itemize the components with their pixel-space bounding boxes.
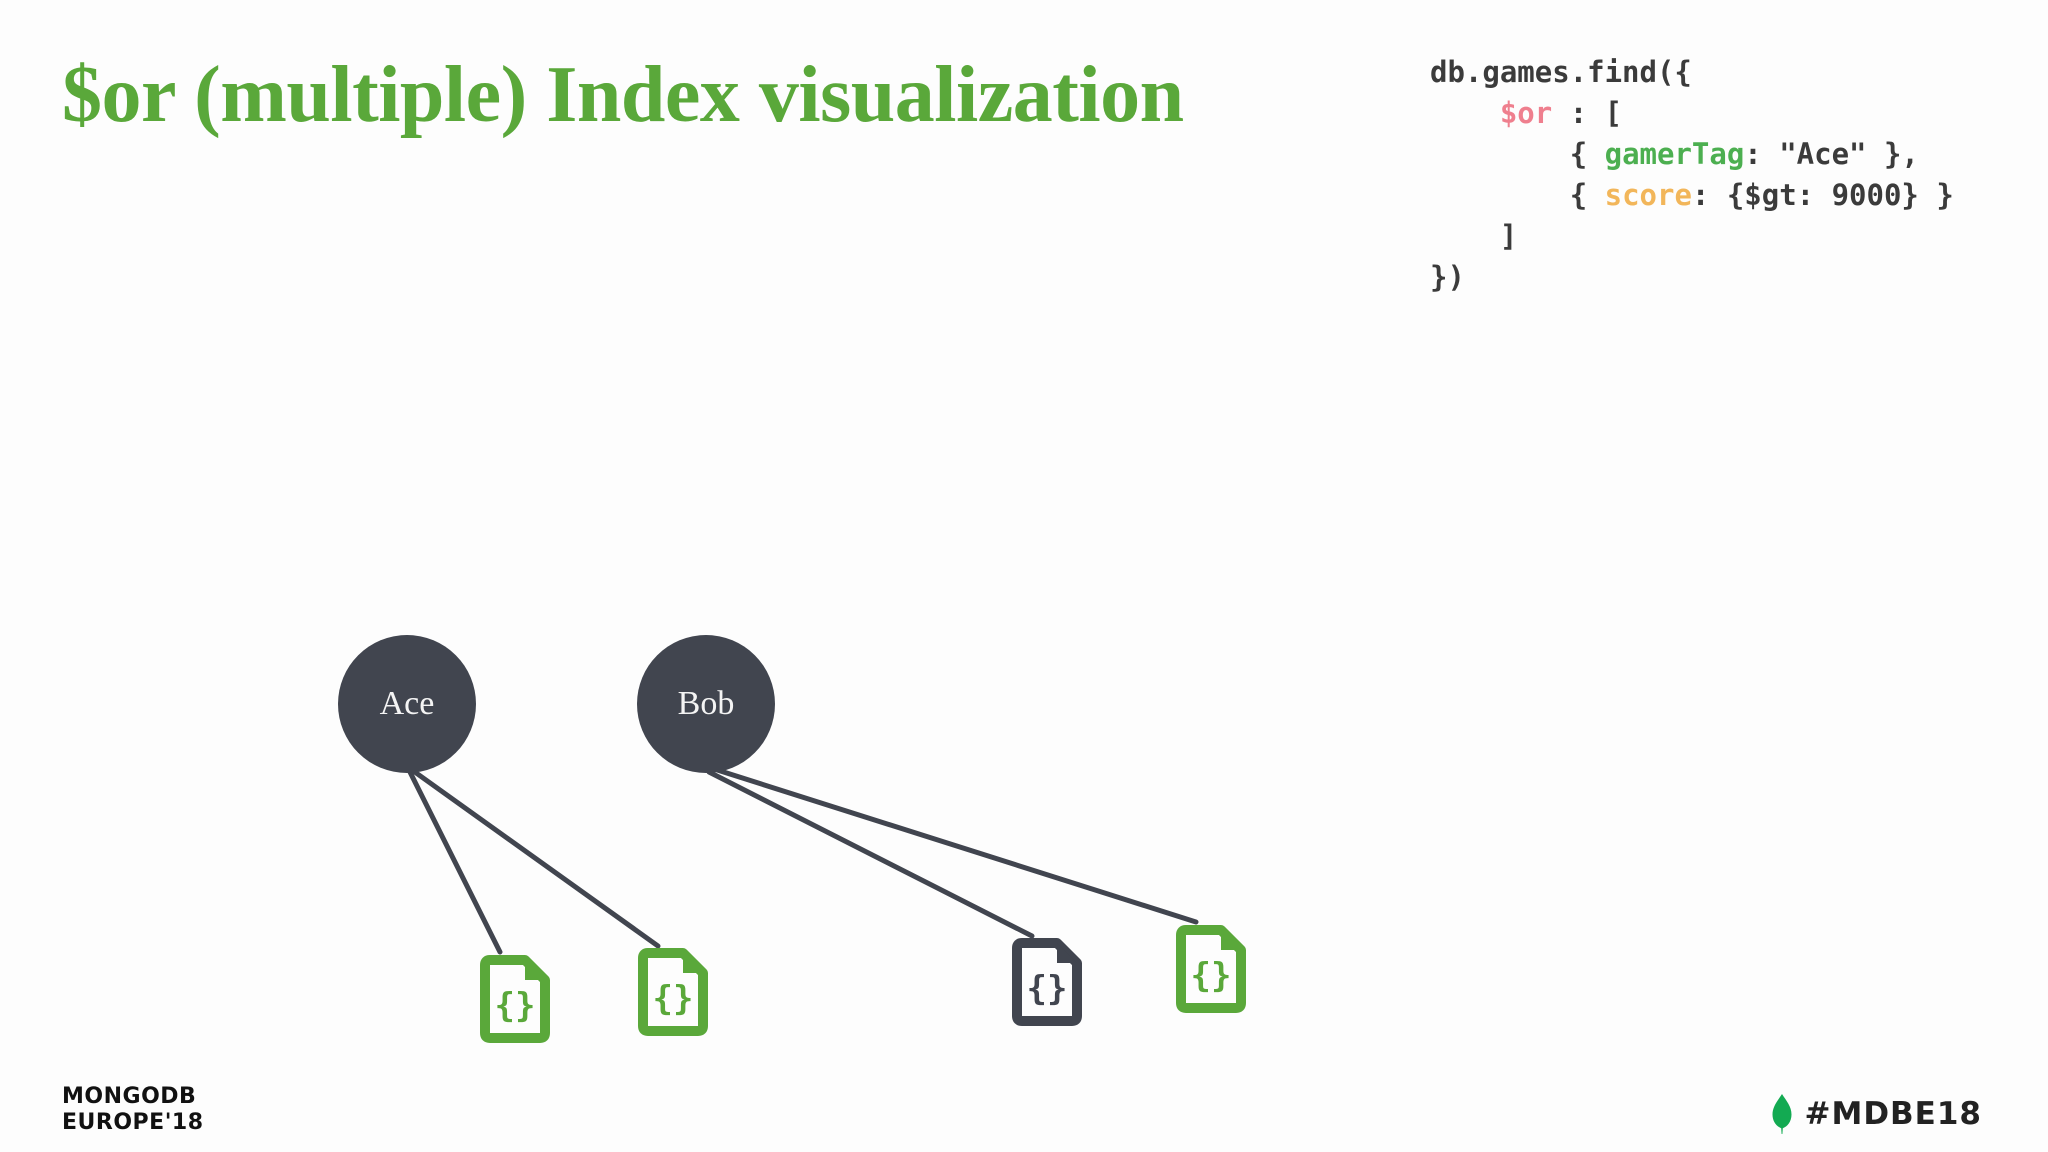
page-title: $or (multiple) Index visualization (62, 51, 1184, 139)
code-token-plain: { (1569, 137, 1605, 171)
code-token-field-alt: score (1604, 178, 1692, 212)
json-document-icon[interactable]: {} (638, 948, 708, 1036)
code-line: }) (1430, 257, 1954, 298)
json-document-icon[interactable]: {} (480, 955, 550, 1043)
graph-edge (708, 765, 1199, 925)
document-glyph: {} (638, 948, 708, 1036)
code-token-field: gamerTag (1604, 137, 1745, 171)
document-glyph: {} (1176, 925, 1246, 1013)
curly-braces-glyph: {} (1027, 969, 1068, 1009)
code-token-plain: : {$gt: 9000} } (1691, 178, 1954, 212)
graph-edge (409, 767, 661, 949)
hashtag-block: #MDBE18 (1771, 1094, 1983, 1134)
code-token-plain: }) (1430, 260, 1465, 294)
graph-node-bob[interactable]: Bob (637, 635, 775, 773)
graph-node-label: Bob (677, 685, 735, 722)
code-snippet: db.games.find({ $or : [ { gamerTag: "Ace… (1430, 52, 1954, 298)
graph-edge (407, 769, 503, 955)
json-document-icon[interactable]: {} (1176, 925, 1246, 1013)
code-token-plain: { (1569, 178, 1605, 212)
code-token-plain: : [ (1552, 96, 1623, 130)
graph-node-ace[interactable]: Ace (338, 635, 476, 773)
conference-logo: MONGODB EUROPE'18 (62, 1084, 204, 1136)
document-glyph: {} (1012, 938, 1082, 1026)
json-document-icon[interactable]: {} (1012, 938, 1082, 1026)
code-line: $or : [ (1430, 93, 1954, 134)
code-token-plain: : "Ace" }, (1744, 137, 1919, 171)
graph-edge (706, 769, 1035, 939)
code-line: db.games.find({ (1430, 52, 1954, 93)
code-line: { score: {$gt: 9000} } (1430, 175, 1954, 216)
brand-line-1: MONGODB (62, 1084, 197, 1109)
code-token-plain: ] (1499, 219, 1518, 253)
code-line: ] (1430, 216, 1954, 257)
code-token-plain: db.games.find({ (1430, 55, 1692, 89)
curly-braces-glyph: {} (653, 979, 694, 1019)
brand-line-2: EUROPE'18 (62, 1110, 204, 1135)
graph-node-label: Ace (379, 685, 435, 722)
code-token-operator: $or (1499, 96, 1553, 130)
document-glyph: {} (480, 955, 550, 1043)
curly-braces-glyph: {} (1191, 956, 1232, 996)
mongodb-leaf-icon (1771, 1094, 1793, 1134)
curly-braces-glyph: {} (495, 986, 536, 1026)
code-line: { gamerTag: "Ace" }, (1430, 134, 1954, 175)
hashtag-label: #MDBE18 (1804, 1095, 1982, 1132)
